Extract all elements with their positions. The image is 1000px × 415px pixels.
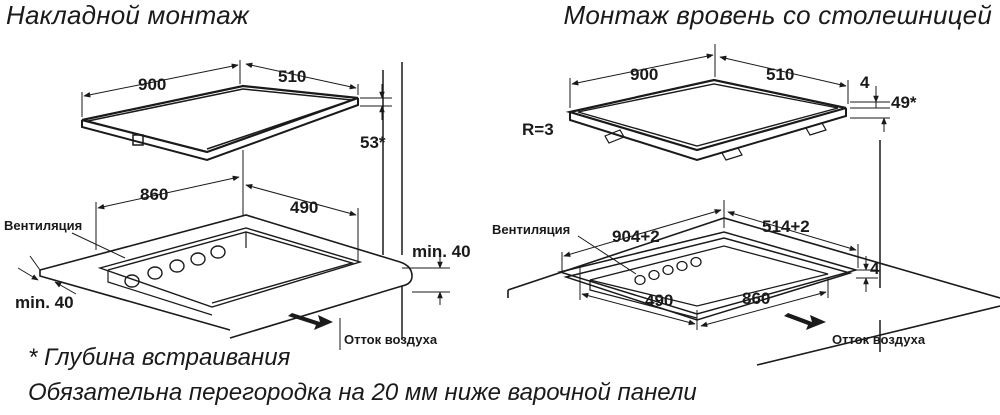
left-cut-dims xyxy=(95,175,359,262)
right-dim-rim: 4 xyxy=(860,73,870,92)
left-hob-panel xyxy=(81,84,359,162)
right-vent-holes xyxy=(634,256,702,286)
left-airflow-label: Отток воздуха xyxy=(344,332,438,347)
right-dim-top-depth: 510 xyxy=(766,65,794,84)
title-surface-mount: Накладной монтаж xyxy=(6,0,249,30)
left-dim-top-width: 900 xyxy=(138,75,166,94)
left-countertop xyxy=(39,214,413,339)
right-airflow-arrow xyxy=(784,313,826,330)
right-ventilation-label: Вентиляция xyxy=(492,222,570,237)
right-dim-depth: 49* xyxy=(891,93,917,112)
right-dim-rebate: 4 xyxy=(870,259,880,278)
footnote-partition: Обязательна перегородка на 20 мм ниже ва… xyxy=(28,379,697,406)
footnote-depth: * Глубина встраивания xyxy=(28,344,291,371)
right-dim-cut-depth: 514+2 xyxy=(762,217,810,236)
left-ventilation-label: Вентиляция xyxy=(4,218,82,233)
left-dim-cut-width: 860 xyxy=(140,185,168,204)
left-dim-cut-depth: 490 xyxy=(290,198,318,217)
right-hob-panel xyxy=(565,78,847,162)
left-cabinet-wall xyxy=(382,62,403,340)
right-airflow-label: Отток воздуха xyxy=(832,332,926,347)
left-dim-depth: 53* xyxy=(360,133,386,152)
right-radius-label: R=3 xyxy=(522,120,554,139)
right-dim-top-width: 900 xyxy=(630,65,658,84)
title-flush-mount: Монтаж вровень со столешницей xyxy=(563,0,992,30)
left-dim-top-depth: 510 xyxy=(278,67,306,86)
left-min-left: min. 40 xyxy=(15,293,74,312)
right-dim-lines xyxy=(569,44,890,132)
left-min-right: min. 40 xyxy=(412,242,471,261)
left-vent-holes xyxy=(124,245,226,288)
right-dim-inner-depth: 860 xyxy=(742,289,770,308)
left-min-dims xyxy=(17,255,450,305)
right-dim-cut-width: 904+2 xyxy=(612,227,660,246)
right-cut-dims xyxy=(561,200,878,330)
right-dim-inner-width: 490 xyxy=(645,291,673,310)
left-airflow-arrow xyxy=(288,313,341,350)
left-dim-lines xyxy=(81,60,392,215)
